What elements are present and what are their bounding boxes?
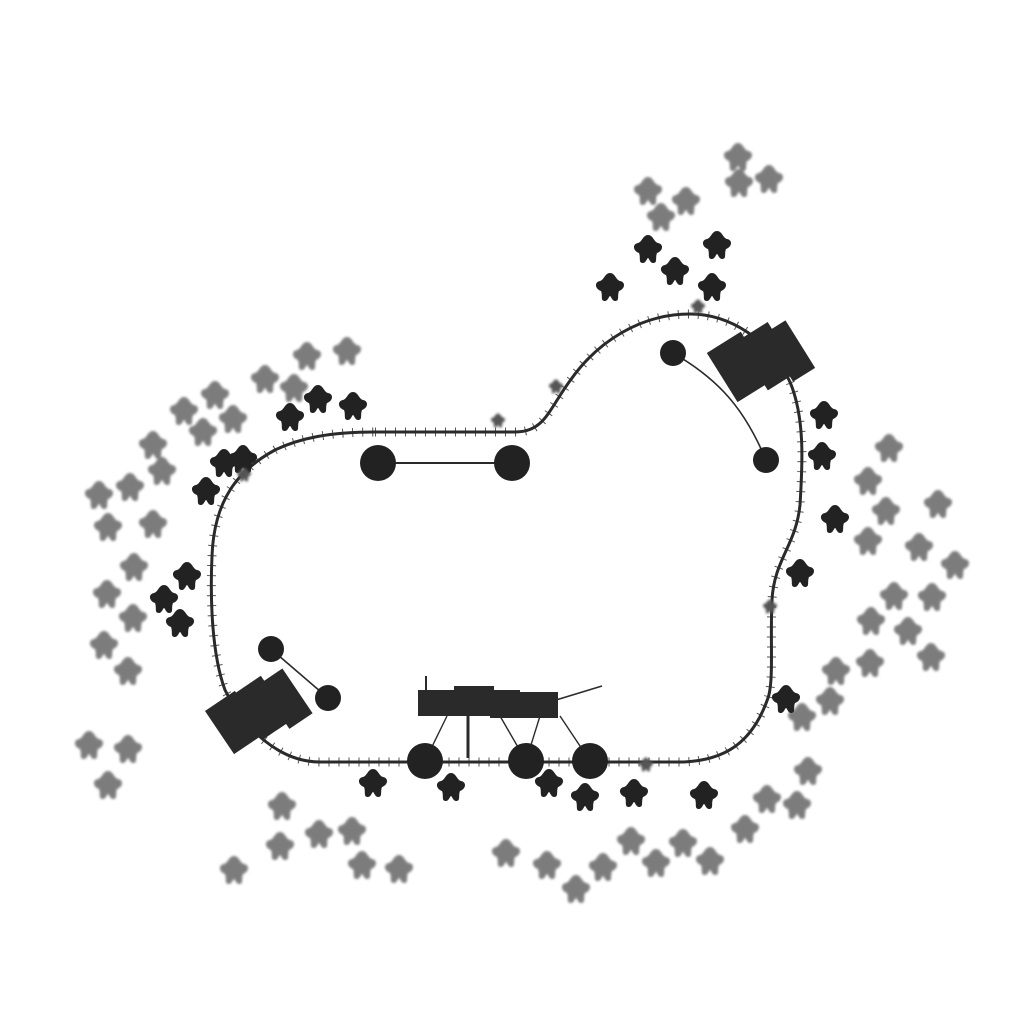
station-building-southwest <box>204 668 313 755</box>
pad-south-2 <box>508 743 544 779</box>
station-buildings <box>204 320 816 758</box>
pad-southwest-upper <box>258 636 284 662</box>
pad-south-1 <box>407 743 443 779</box>
pad-northeast-upper <box>660 340 686 366</box>
station-building-south <box>418 676 603 758</box>
pad-northeast-lower <box>753 447 779 473</box>
pad-southwest-lower <box>315 685 341 711</box>
pad-south-3 <box>572 743 608 779</box>
pad-north-right <box>494 445 530 481</box>
loop-track <box>206 309 807 767</box>
pad-north-left <box>360 445 396 481</box>
circular-pads <box>258 340 779 779</box>
station-building-northeast <box>706 320 816 403</box>
